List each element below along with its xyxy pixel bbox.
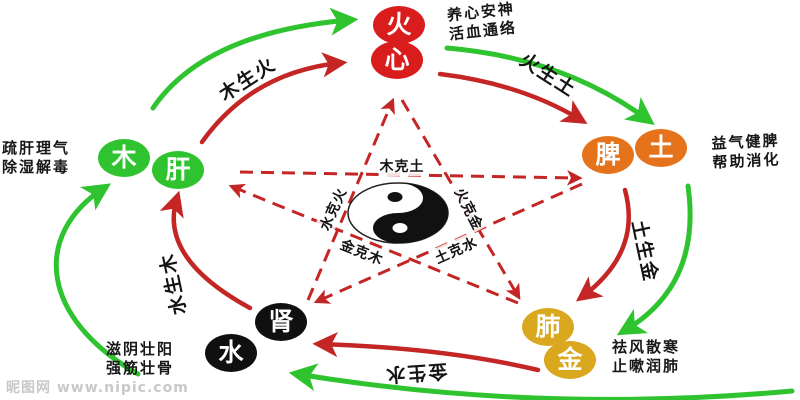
annotation-water: 滋阴壮阳 强筋壮骨 <box>106 340 174 378</box>
element-badge-fire: 火 <box>373 6 425 44</box>
annotation-water-line2: 强筋壮骨 <box>106 359 175 377</box>
red-arrow-wood-to-fire <box>199 52 348 145</box>
annotation-water-line1: 滋阴壮阳 <box>106 340 175 358</box>
organ-badge-lung: 肺 <box>522 308 574 346</box>
dashed-line-earth-overcomes-water <box>313 182 583 304</box>
annotation-metal-line2: 止嗽润肺 <box>612 357 681 375</box>
element-badge-water: 水 <box>205 334 257 372</box>
green-arrow-metal-to-water <box>288 363 795 400</box>
annotation-fire: 养心安神 活血通络 <box>446 0 518 44</box>
organ-badge-heart: 心 <box>371 41 423 79</box>
element-badge-earth: 土 <box>635 129 687 167</box>
red-arrow-fire-to-earth <box>437 71 588 124</box>
dashed-line-water-overcomes-fire <box>306 97 395 301</box>
annotation-metal-line1: 祛风散寒 <box>612 338 681 356</box>
annotation-earth: 益气健脾 帮助消化 <box>711 131 781 173</box>
annotation-wood: 疏肝理气 除湿解毒 <box>2 139 70 177</box>
green-arrow-water-to-wood <box>53 183 141 377</box>
label-metal-generates-water: 金生水 <box>383 359 449 386</box>
green-arrow-wood-to-fire <box>150 7 359 111</box>
red-arrow-earth-to-metal <box>575 187 631 302</box>
outer-generating-ring <box>53 7 795 400</box>
organ-badge-liver: 肝 <box>152 151 204 189</box>
red-arrow-water-to-wood <box>159 190 253 311</box>
organ-badge-kidney: 肾 <box>255 303 307 341</box>
organ-badge-spleen: 脾 <box>582 136 634 174</box>
yin-yang-icon <box>347 182 449 244</box>
dashed-line-metal-overcomes-wood <box>228 183 519 305</box>
red-arrow-metal-to-water <box>312 331 541 373</box>
inner-generating-arrows <box>159 52 631 373</box>
annotation-wood-line2: 除湿解毒 <box>2 158 71 176</box>
watermark: 昵图网 www.nipic.com <box>6 380 189 396</box>
green-arrow-fire-to-earth <box>444 45 655 126</box>
label-wood-overcomes-earth: 木克土 <box>378 156 426 176</box>
green-arrow-earth-to-metal <box>616 183 693 336</box>
element-badge-metal: 金 <box>544 341 596 379</box>
annotation-wood-line1: 疏肝理气 <box>2 139 71 157</box>
annotation-metal: 祛风散寒 止嗽润肺 <box>612 338 680 376</box>
element-badge-wood: 木 <box>98 139 150 177</box>
annotation-earth-line2: 帮助消化 <box>712 150 781 172</box>
